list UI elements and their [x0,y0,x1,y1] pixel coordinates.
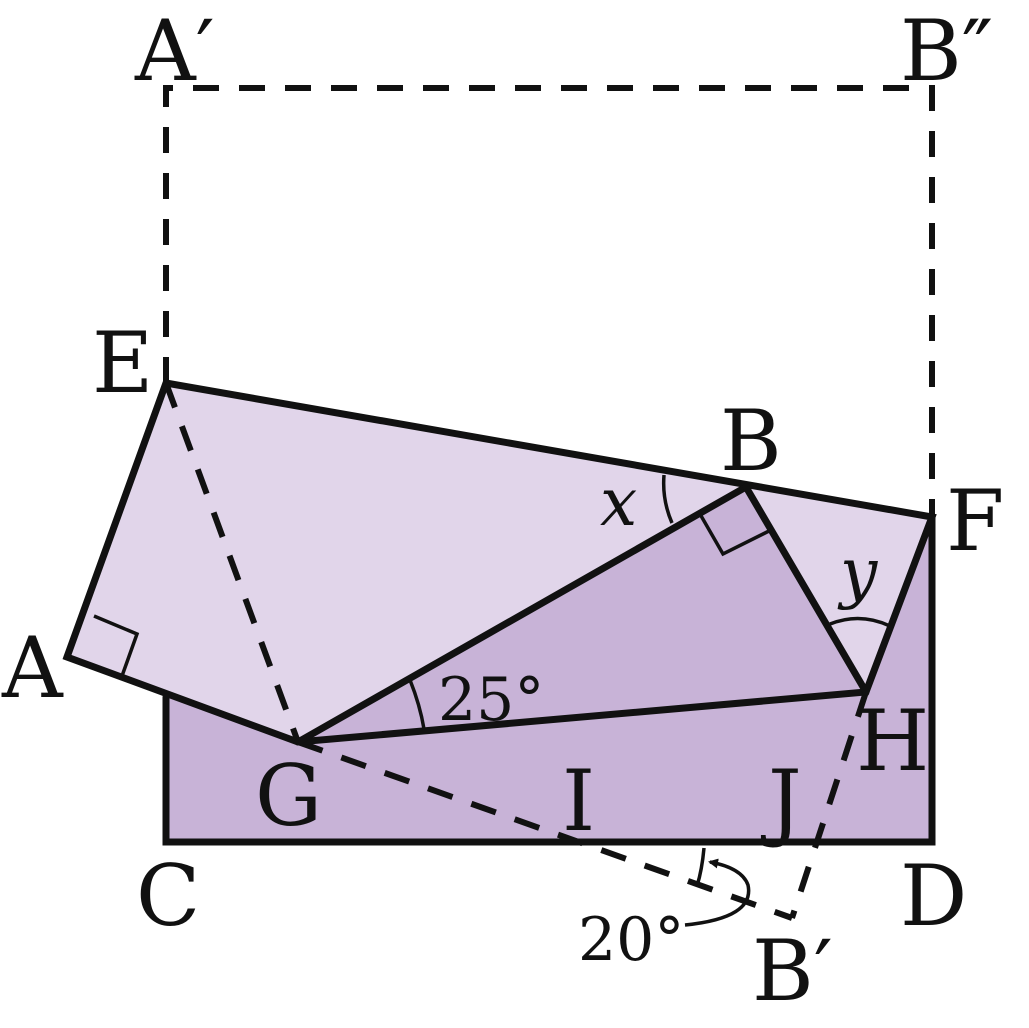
label-a: A [1,619,64,717]
lower-region-outline [162,513,936,846]
angle-arc-20 [695,847,706,887]
segment-bh [742,483,870,696]
dashed-gb-prime [296,739,794,921]
label-f: F [946,472,1004,570]
angle-label-25: 25° [438,665,544,735]
label-h: H [856,692,929,790]
angle-arc-x [661,474,674,524]
angle-arrow-20 [684,858,751,927]
segment-gb [294,483,750,746]
angle-arc-25 [408,679,426,730]
right-angle-mark-b [698,513,772,557]
angle-arc-y [829,616,891,628]
dashed-eg [163,381,301,744]
label-b-prime: B′ [752,922,833,1020]
angle-label-x: x [600,464,637,541]
label-e: E [92,314,153,412]
label-d: D [900,847,967,945]
label-c: C [136,847,200,945]
label-a-prime: A′ [134,2,215,100]
angle-label-y: y [837,534,878,611]
triangle-gbh [298,487,866,742]
label-g: G [255,747,322,845]
original-square-outline [163,85,935,517]
label-i: I [562,752,595,850]
label-b: B [720,392,782,490]
right-angle-mark-a [93,614,140,677]
folded-rectangle-outline [62,379,937,746]
dashed-hb-prime [789,691,869,919]
angle-label-20: 20° [578,905,684,975]
label-b-double-prime: B″ [900,2,993,100]
